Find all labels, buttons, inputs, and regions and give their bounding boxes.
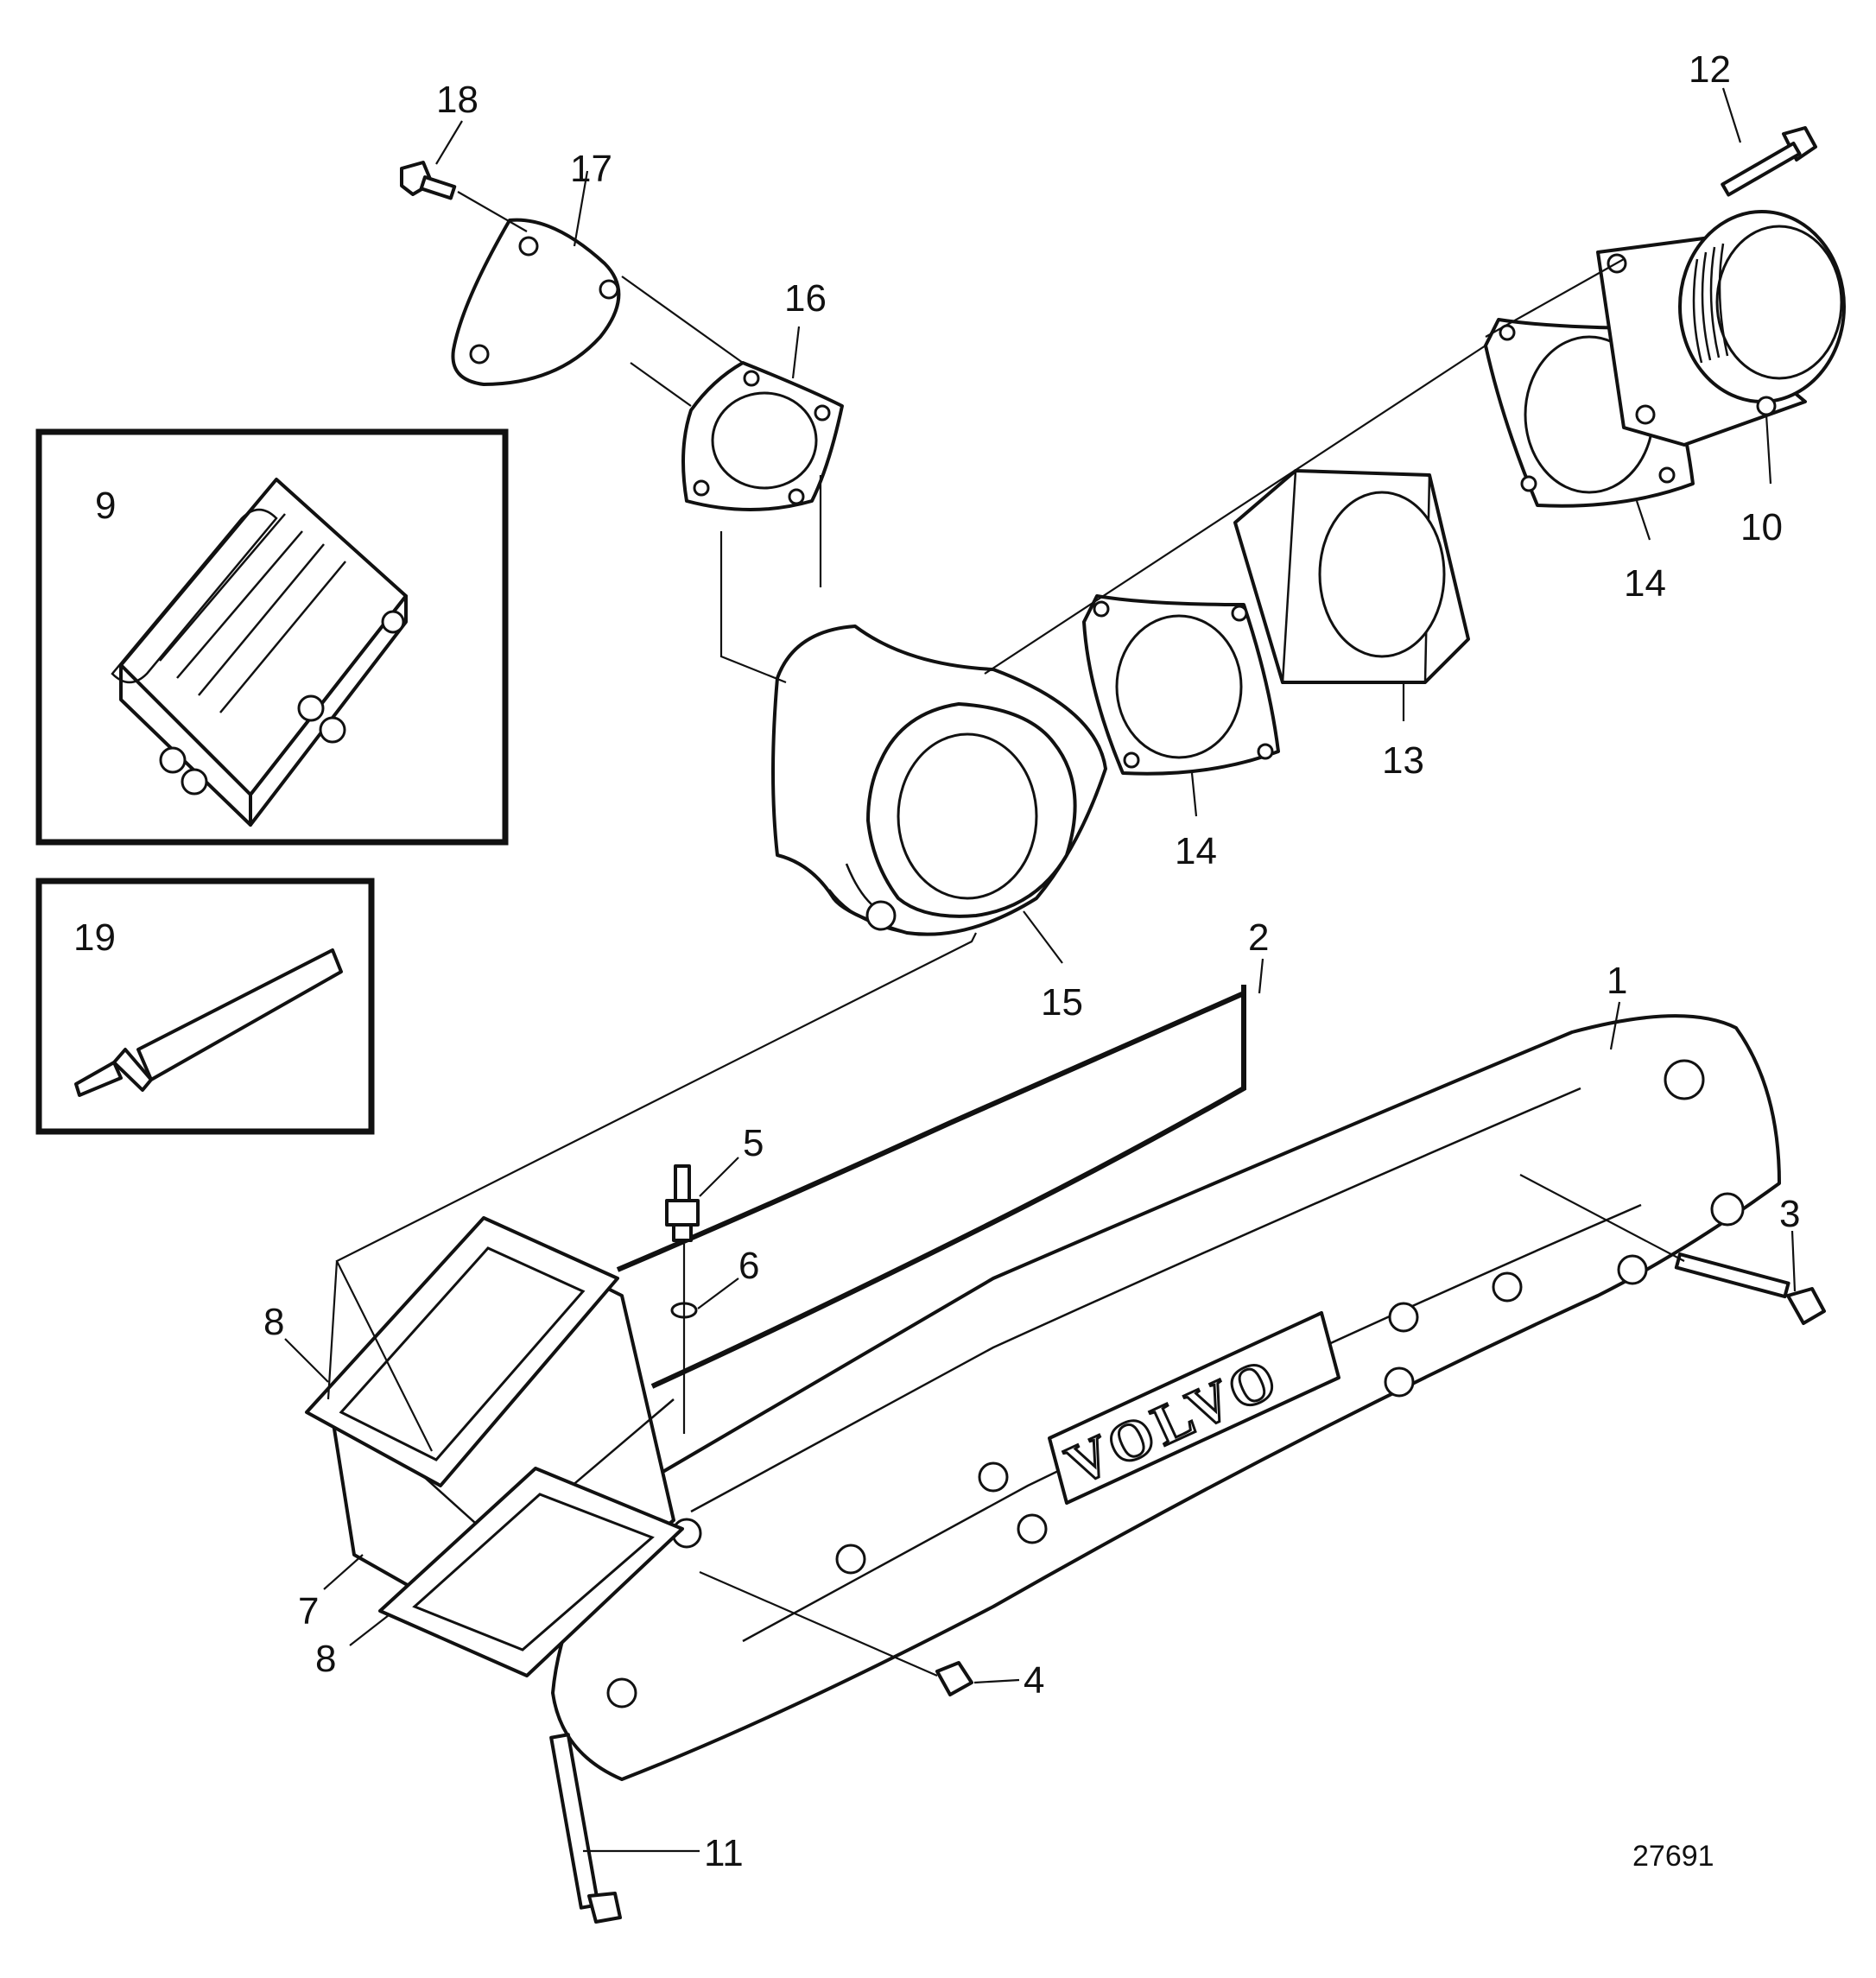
callout-16: 16 — [784, 277, 827, 320]
part-18-bolt — [400, 161, 457, 200]
assembly-line-bolt-4 — [699, 1570, 938, 1677]
part-13-adapter-block — [1233, 469, 1470, 684]
leader-10 — [1765, 414, 1772, 485]
callout-18: 18 — [436, 79, 479, 121]
part-8-gasket-lower — [378, 1467, 684, 1677]
leader-12 — [1721, 87, 1742, 143]
leader-14b — [1635, 500, 1651, 541]
assembly-line-main-axis — [984, 258, 1625, 675]
callout-9: 9 — [95, 485, 116, 527]
leader-8b — [349, 1614, 390, 1646]
part-15-housing — [771, 624, 1107, 936]
part-5-sensor — [665, 1164, 700, 1242]
part-3-bolt — [1674, 1252, 1826, 1325]
leader-18 — [435, 120, 463, 165]
leader-3 — [1790, 1230, 1797, 1292]
figure-id: 27691 — [1632, 1840, 1714, 1873]
leader-17 — [573, 170, 589, 247]
assembly-line-housing — [719, 475, 822, 684]
callout-12: 12 — [1689, 48, 1731, 91]
sealant-tube-illustration — [74, 948, 343, 1097]
leader-lines — [284, 87, 1797, 1853]
leader-15 — [1023, 910, 1063, 964]
part-14-gasket-lower — [1082, 594, 1280, 776]
assembly-line-bolt-3 — [1519, 1174, 1685, 1262]
callout-14-upper: 14 — [1624, 562, 1666, 605]
callout-labels: 1 2 3 4 5 6 7 8 8 9 10 11 12 13 14 14 15… — [73, 48, 1800, 1874]
part-12-bolt — [1721, 126, 1817, 197]
leader-6 — [697, 1277, 739, 1309]
leader-16 — [791, 326, 801, 379]
heater-element-illustration — [111, 478, 408, 827]
part-4-bolt — [935, 1661, 973, 1696]
part-17-cover-plate — [451, 218, 621, 386]
callout-5: 5 — [743, 1122, 764, 1164]
callout-1: 1 — [1607, 960, 1627, 1002]
part-11-long-bolt — [549, 1733, 622, 1924]
callout-17: 17 — [570, 148, 612, 190]
callout-4: 4 — [1024, 1659, 1044, 1702]
leader-8a — [284, 1338, 329, 1383]
part-8-gasket-upper — [305, 1216, 619, 1487]
leader-7 — [323, 1554, 364, 1590]
callout-10: 10 — [1740, 506, 1783, 548]
callout-7: 7 — [298, 1590, 319, 1632]
leader-1 — [1609, 1001, 1621, 1050]
callout-19: 19 — [73, 916, 116, 959]
callout-6: 6 — [738, 1245, 759, 1287]
callout-15: 15 — [1041, 981, 1083, 1024]
leader-4 — [973, 1678, 1020, 1684]
callout-13: 13 — [1382, 739, 1424, 782]
leader-2 — [1258, 958, 1264, 994]
leader-14a — [1190, 772, 1198, 817]
callout-3: 3 — [1779, 1193, 1800, 1235]
part-2-long-gasket — [616, 985, 1246, 1389]
callout-11: 11 — [704, 1832, 744, 1874]
part-1-intake-manifold: VOLVO — [551, 1014, 1781, 1781]
leader-5 — [699, 1157, 739, 1197]
callout-14-lower: 14 — [1175, 830, 1217, 872]
callout-2: 2 — [1248, 916, 1269, 959]
inset-box-heater-element — [35, 428, 509, 846]
callout-8-lower: 8 — [315, 1638, 336, 1680]
assembly-line-upper — [457, 191, 744, 407]
callout-8-upper: 8 — [263, 1301, 284, 1343]
part-16-gasket — [681, 361, 844, 511]
inset-box-sealant-tube — [35, 878, 375, 1135]
assembly-line-heater — [326, 932, 977, 1452]
part-10-inlet-connector — [1596, 210, 1846, 447]
